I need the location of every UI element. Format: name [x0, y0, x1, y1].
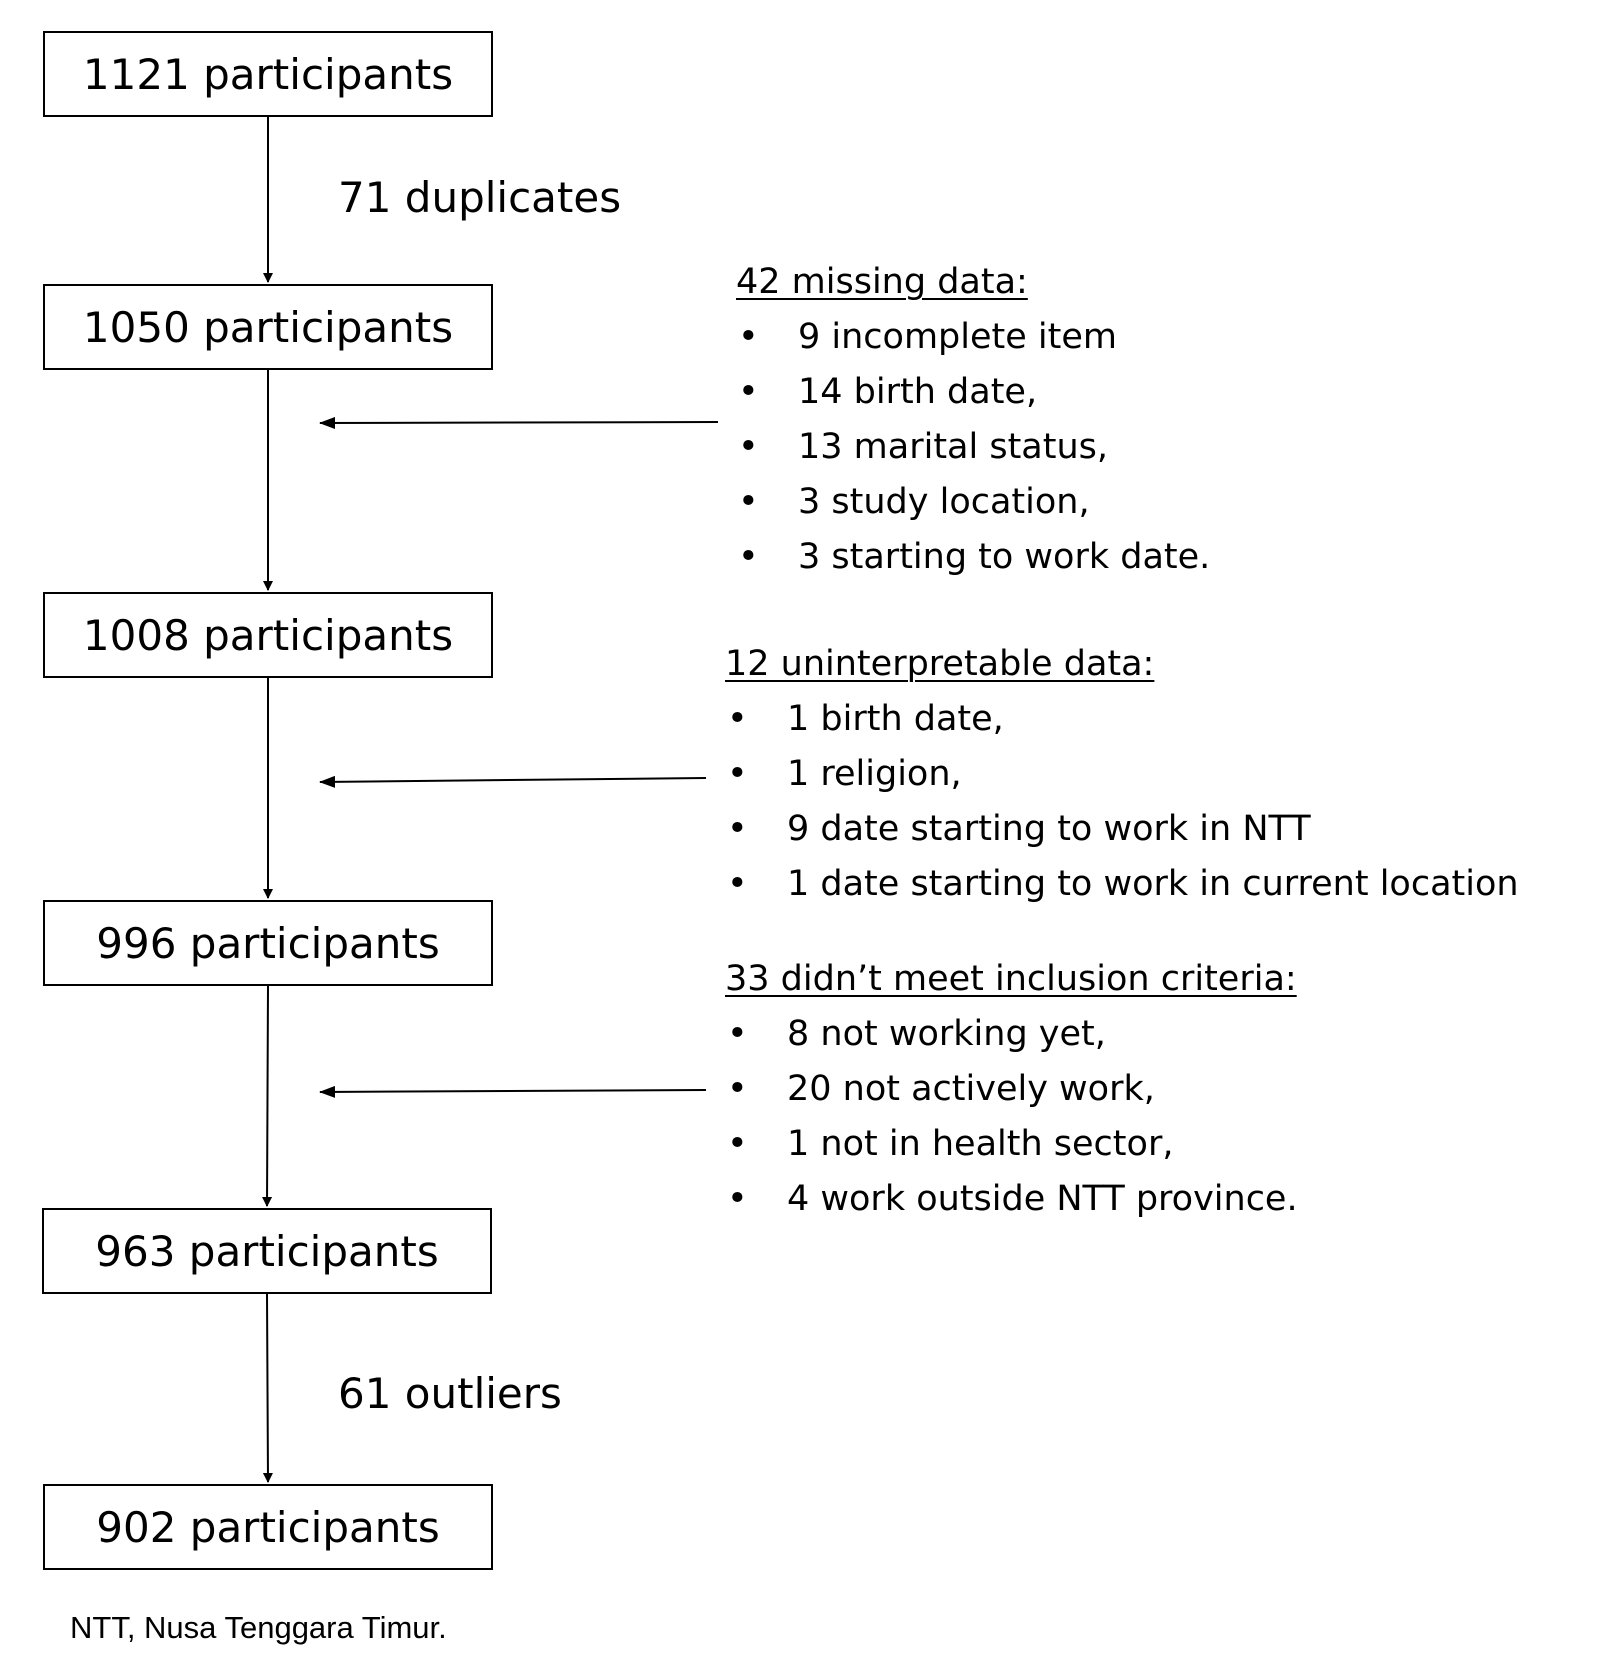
missing-data-block: 42 missing data: • 9 incomplete item • 14 … [736, 255, 1210, 585]
bullet-icon: • [727, 699, 748, 739]
list-item: • 9 incomplete item [736, 310, 1210, 365]
list-item-text: 9 date starting to work in NTT [787, 809, 1311, 849]
bullet-icon: • [738, 372, 759, 412]
box-1121-participants: 1121 participants [43, 31, 493, 117]
list-item-text: 4 work outside NTT province. [787, 1179, 1298, 1219]
list-item: • 14 birth date, [736, 365, 1210, 420]
bullet-icon: • [727, 1179, 748, 1219]
bullet-icon: • [727, 754, 748, 794]
footnote: NTT, Nusa Tenggara Timur. [70, 1610, 447, 1645]
duplicates-label: 71 duplicates [338, 173, 622, 222]
uninterpretable-data-block: 12 uninterpretable data: •1 birth date, … [725, 637, 1519, 912]
list-item-text: 20 not actively work, [787, 1069, 1155, 1109]
arrow-inclusion-criteria [319, 1085, 707, 1098]
inclusion-criteria-block: 33 didn’t meet inclusion criteria: • 8 no… [725, 952, 1298, 1227]
arrow-uninterpretable-data [319, 775, 707, 788]
list-item: • 1 birth date, [725, 692, 1519, 747]
bullet-icon: • [727, 1124, 748, 1164]
list-item-text: 1 religion, [787, 754, 962, 794]
uninterpretable-data-title: 12 uninterpretable data: [725, 644, 1155, 684]
arrow-963-to-902 [262, 1293, 273, 1483]
list-item-text: 14 birth date, [798, 372, 1038, 412]
box-1050-participants: 1050 participants [43, 284, 493, 370]
list-item: • 20 not actively work, [725, 1062, 1298, 1117]
box-996-participants: 996 participants [43, 900, 493, 986]
list-item-text: 1 birth date, [787, 699, 1004, 739]
list-item-text: 8 not working yet, [787, 1014, 1106, 1054]
list-item: • 13 marital status, [736, 420, 1210, 475]
list-item-text: 3 study location, [798, 482, 1090, 522]
list-item: • 1 religion, [725, 747, 1519, 802]
bullet-icon: • [738, 317, 759, 357]
list-item: • 1 not in health sector, [725, 1117, 1298, 1172]
outliers-label: 61 outliers [338, 1369, 562, 1418]
list-item: • 3 study location, [736, 475, 1210, 530]
list-item-text: 9 incomplete item [798, 317, 1117, 357]
inclusion-criteria-title: 33 didn’t meet inclusion criteria: [725, 959, 1297, 999]
list-item-text: 1 date starting to work in current locat… [787, 864, 1519, 904]
bullet-icon: • [738, 427, 759, 467]
box-1008-participants: 1008 participants [43, 592, 493, 678]
list-item: • 4 work outside NTT province. [725, 1172, 1298, 1227]
bullet-icon: • [727, 809, 748, 849]
bullet-icon: • [727, 864, 748, 904]
missing-data-title: 42 missing data: [736, 262, 1028, 302]
bullet-icon: • [738, 537, 759, 577]
list-item-text: 3 starting to work date. [798, 537, 1211, 577]
arrow-missing-data [319, 416, 719, 429]
bullet-icon: • [727, 1069, 748, 1109]
box-963-participants: 963 participants [42, 1208, 492, 1294]
box-902-participants: 902 participants [43, 1484, 493, 1570]
list-item-text: 13 marital status, [798, 427, 1109, 467]
list-item: • 3 starting to work date. [736, 530, 1210, 585]
list-item-text: 1 not in health sector, [787, 1124, 1174, 1164]
list-item: • 8 not working yet, [725, 1007, 1298, 1062]
bullet-icon: • [727, 1014, 748, 1054]
bullet-icon: • [738, 482, 759, 522]
list-item: • 1 date starting to work in current loca… [725, 857, 1519, 912]
arrow-996-to-963 [262, 985, 273, 1207]
list-item: • 9 date starting to work in NTT [725, 802, 1519, 857]
